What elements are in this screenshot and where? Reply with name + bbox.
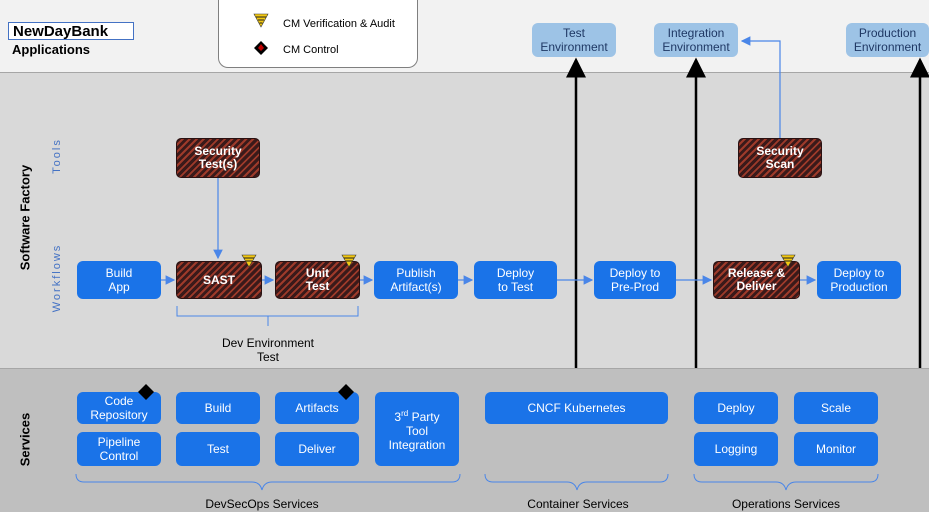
deploy-to-test-step[interactable]: Deploy to Test <box>474 261 557 299</box>
test-environment[interactable]: Test Environment <box>532 23 616 57</box>
deploy-test-label: Deploy to Test <box>496 266 535 294</box>
security-scan-label: Security Scan <box>756 144 804 171</box>
cm-control-icon <box>338 384 354 400</box>
integration-environment[interactable]: Integration Environment <box>654 23 738 57</box>
publish-label: Publish Artifact(s) <box>390 266 442 294</box>
deliver-service[interactable]: Deliver <box>275 432 359 466</box>
build-app-label: Build App <box>105 266 133 294</box>
band-divider <box>0 368 929 369</box>
deploy-to-production-step[interactable]: Deploy to Production <box>817 261 901 299</box>
devsecops-services-caption: DevSecOps Services <box>205 497 319 511</box>
pipeline-control-label: Pipeline Control <box>97 435 141 463</box>
build-app-step[interactable]: Build App <box>77 261 161 299</box>
code-repository-service[interactable]: Code Repository <box>77 392 161 424</box>
cm-control-icon <box>138 384 154 400</box>
third-party-integration-service[interactable]: 3rd Party Tool Integration <box>375 392 459 466</box>
deploy-service[interactable]: Deploy <box>694 392 778 424</box>
monitor-service[interactable]: Monitor <box>794 432 878 466</box>
dev-environment-test-caption: Dev Environment Test <box>221 336 315 364</box>
legend-verification-label: CM Verification & Audit <box>283 18 395 30</box>
code-repo-label: Code Repository <box>90 394 148 422</box>
cncf-kubernetes-service[interactable]: CNCF Kubernetes <box>485 392 668 424</box>
build-service[interactable]: Build <box>176 392 260 424</box>
legend-control-label: CM Control <box>283 44 339 56</box>
deploy-prod-label: Deploy to Production <box>830 266 888 294</box>
verification-audit-icon <box>341 254 357 268</box>
brand-title: NewDayBank <box>8 22 134 40</box>
applications-label: Applications <box>12 42 91 57</box>
deploy-to-preprod-step[interactable]: Deploy to Pre-Prod <box>594 261 676 299</box>
security-scan-tool[interactable]: Security Scan <box>738 138 822 178</box>
unit-test-step[interactable]: Unit Test <box>275 261 360 299</box>
logging-service[interactable]: Logging <box>694 432 778 466</box>
scale-service[interactable]: Scale <box>794 392 878 424</box>
sast-step[interactable]: SAST <box>176 261 262 299</box>
cm-control-icon <box>254 41 268 55</box>
sast-label: SAST <box>202 272 235 287</box>
band-divider <box>0 72 929 73</box>
security-tests-label: Security Test(s) <box>194 144 242 171</box>
container-services-caption: Container Services <box>527 497 629 511</box>
unit-test-label: Unit Test <box>305 266 330 293</box>
software-factory-band <box>0 72 929 368</box>
third-party-label: 3rd Party Tool Integration <box>388 408 446 452</box>
release-label: Release & Deliver <box>727 266 786 293</box>
verification-audit-icon <box>241 254 257 268</box>
applications-band <box>0 0 929 72</box>
verification-audit-icon <box>253 13 269 28</box>
pipeline-control-service[interactable]: Pipeline Control <box>77 432 161 466</box>
test-service[interactable]: Test <box>176 432 260 466</box>
deploy-preprod-label: Deploy to Pre-Prod <box>609 266 661 294</box>
security-tests-tool[interactable]: Security Test(s) <box>176 138 260 178</box>
verification-audit-icon <box>780 254 796 268</box>
legend: CM Verification & Audit CM Control <box>218 0 418 68</box>
release-deliver-step[interactable]: Release & Deliver <box>713 261 800 299</box>
publish-artifacts-step[interactable]: Publish Artifact(s) <box>374 261 458 299</box>
operations-services-caption: Operations Services <box>731 497 841 511</box>
production-environment[interactable]: Production Environment <box>846 23 929 57</box>
